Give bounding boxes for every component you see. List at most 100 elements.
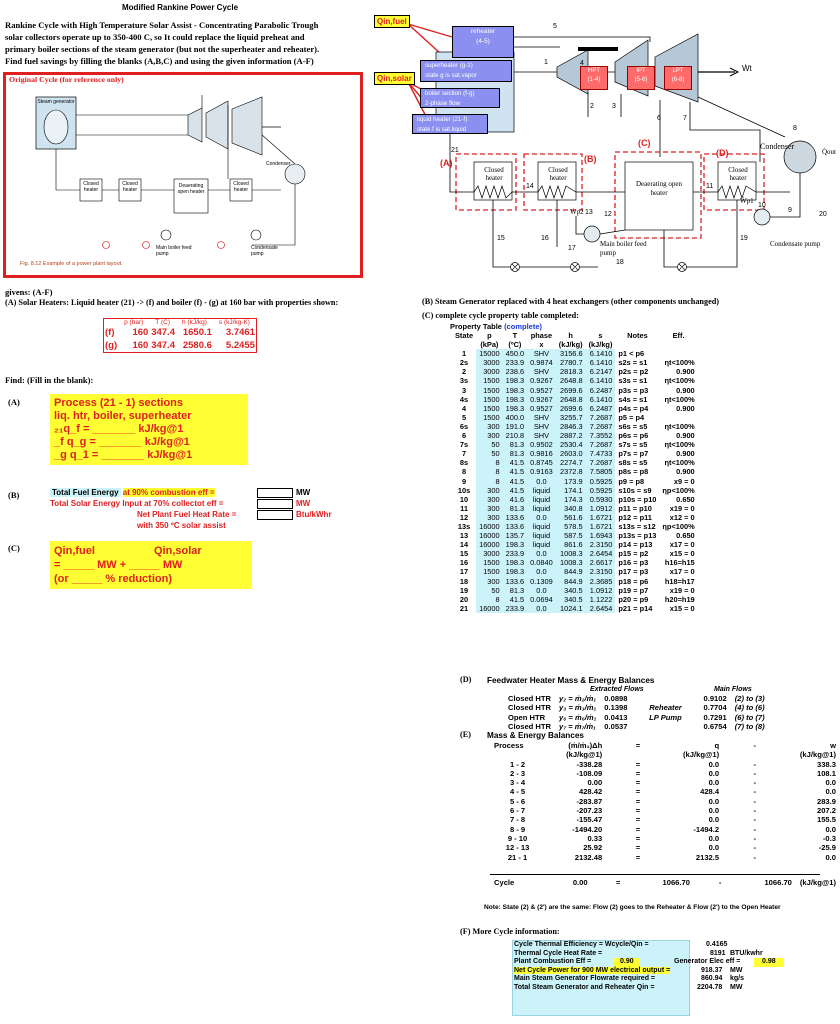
pt-cell: s3s = s1: [618, 376, 648, 386]
fw-mid: LP Pump: [649, 712, 682, 722]
givens-row-f-h: 1650.1: [182, 327, 212, 338]
pt-cell: 7s: [459, 440, 469, 450]
find-b-block: Total Fuel Energy at 90% combustion eff …: [50, 487, 410, 531]
section-d-extracted: Extracted Flows: [590, 686, 644, 693]
pt-cell: 2.3150: [585, 567, 616, 577]
pt-cell: 2648.8: [555, 376, 586, 386]
eb-cell: =: [635, 796, 641, 806]
eb-cell: 0.0: [708, 768, 720, 778]
f-qin-value: 2204.78: [697, 983, 723, 991]
eb-cell: =: [635, 815, 641, 825]
pt-cell: ηt<100%: [664, 458, 695, 468]
givens-row-f-label: (f): [105, 327, 115, 338]
fw-eq: y₆ = ṁ₆/ṁ₁: [559, 712, 597, 722]
pt-cell: 1.0912: [585, 585, 616, 595]
state-num-18: 18: [616, 259, 624, 266]
fw-eq: y₃ = ṁ₃/ṁ₁: [559, 703, 597, 713]
eb-header-eq: =: [635, 741, 641, 750]
find-heading: Find: (Fill in the blank):: [5, 375, 94, 385]
fuel-energy-blank[interactable]: [257, 488, 293, 498]
reheater-label: reheater: [470, 28, 496, 35]
pt-cell: p6s = p6: [618, 431, 649, 441]
pt-cell: 4: [461, 403, 467, 413]
pt-cell: 300: [476, 503, 503, 513]
f-heatrate-value: 8191: [710, 949, 726, 957]
pt-cell: s2s = s1: [618, 358, 648, 368]
eb-cell: =: [635, 833, 641, 843]
pt-cell: 198.3: [502, 394, 528, 404]
fw-st: (7) to (8): [734, 721, 765, 731]
eb-cell: 108.1: [816, 768, 836, 778]
pt-cell: x9 = 0: [673, 476, 695, 486]
pt-cell: p14 = p13: [618, 540, 653, 550]
givens-heading: givens: (A-F): [5, 287, 53, 297]
pt-cell: 233.9: [502, 549, 528, 559]
heater-label-d: (D): [716, 148, 729, 158]
givens-row-g-s: 5.2455: [225, 340, 255, 351]
f-flowrate-value: 860.94: [701, 975, 723, 983]
pt-cell: 340.8: [555, 503, 586, 513]
pt-cell: 15000: [476, 349, 503, 359]
pt-cell: 0.0: [527, 567, 556, 577]
pt-cell: 0.0: [527, 549, 556, 559]
orig-figure-caption: Fig. 8.12 Example of a power plant layou…: [20, 261, 123, 267]
boiler-section-box: boiler section (f-g) 2-phase flow: [420, 88, 500, 108]
pt-cell: p3s = p3: [618, 385, 649, 395]
liquid-heater-note: state f is sat.liquid: [417, 125, 467, 133]
state-num-12: 12: [604, 211, 612, 218]
f-efficiency-value: 0.4165: [706, 941, 728, 948]
state-num-20: 20: [819, 211, 827, 218]
eb-unit-process: [490, 750, 545, 759]
fw-main: 0.7704: [703, 703, 727, 713]
turbine-work-label: Ẇt: [742, 64, 752, 73]
solar-energy-blank[interactable]: [257, 499, 293, 509]
pt-cell: 0.9816: [527, 449, 556, 459]
pt-unit-eff: [659, 340, 697, 349]
pt-cell: 2603.0: [555, 449, 586, 459]
pt-cell: 233.9: [502, 358, 528, 368]
pt-cell: p8s = p8: [618, 467, 649, 477]
pt-cell: 12: [459, 512, 469, 522]
heat-rate-blank[interactable]: [257, 510, 293, 520]
eb-cell: 428.4: [700, 787, 720, 797]
eb-cell: =: [635, 768, 641, 778]
intro-line-4: Find fuel savings by filling the blanks …: [5, 56, 314, 66]
pt-cell: 7.4733: [585, 449, 616, 459]
pt-cell: p20 = p9: [618, 594, 649, 604]
pt-cell: 8: [476, 476, 503, 486]
eb-unit-q: (kJ/kg@1): [683, 750, 720, 760]
pt-cell: SHV: [527, 367, 556, 377]
find-a-tag: (A): [8, 397, 20, 407]
section-d-tag: (D): [460, 675, 472, 684]
pt-cell: 2818.3: [555, 367, 586, 377]
fw-htr: Closed HTR: [508, 694, 552, 703]
section-b-text: (B) Steam Generator replaced with 4 heat…: [422, 297, 719, 306]
orig-main-pump-label: Main boiler feed pump: [156, 245, 192, 257]
pt-cell: 6.2487: [585, 385, 616, 395]
pt-cell: 0.9267: [527, 376, 556, 386]
cycle-q: 1066.70: [662, 878, 690, 887]
pt-cell: 561.6: [555, 512, 586, 522]
hpt-label: HPT: [588, 68, 600, 74]
pt-cell: 1500: [476, 567, 503, 577]
state-num-11: 11: [706, 183, 713, 190]
pt-cell: 6: [461, 431, 467, 441]
pt-cell: 81.3: [502, 503, 528, 513]
pt-cell: 0.5925: [585, 485, 616, 495]
pt-cell: 18: [459, 576, 469, 586]
find-a-line5: _g q_1 = _______ kJ/kg@1: [54, 449, 193, 461]
closed-heater-2-label: Closed heater: [548, 166, 568, 182]
pt-cell: 0.0: [527, 603, 556, 613]
section-e-tag: (E): [460, 730, 471, 739]
property-table: State p T phase h s Notes Eff. (kPa) (ºC…: [452, 331, 698, 613]
